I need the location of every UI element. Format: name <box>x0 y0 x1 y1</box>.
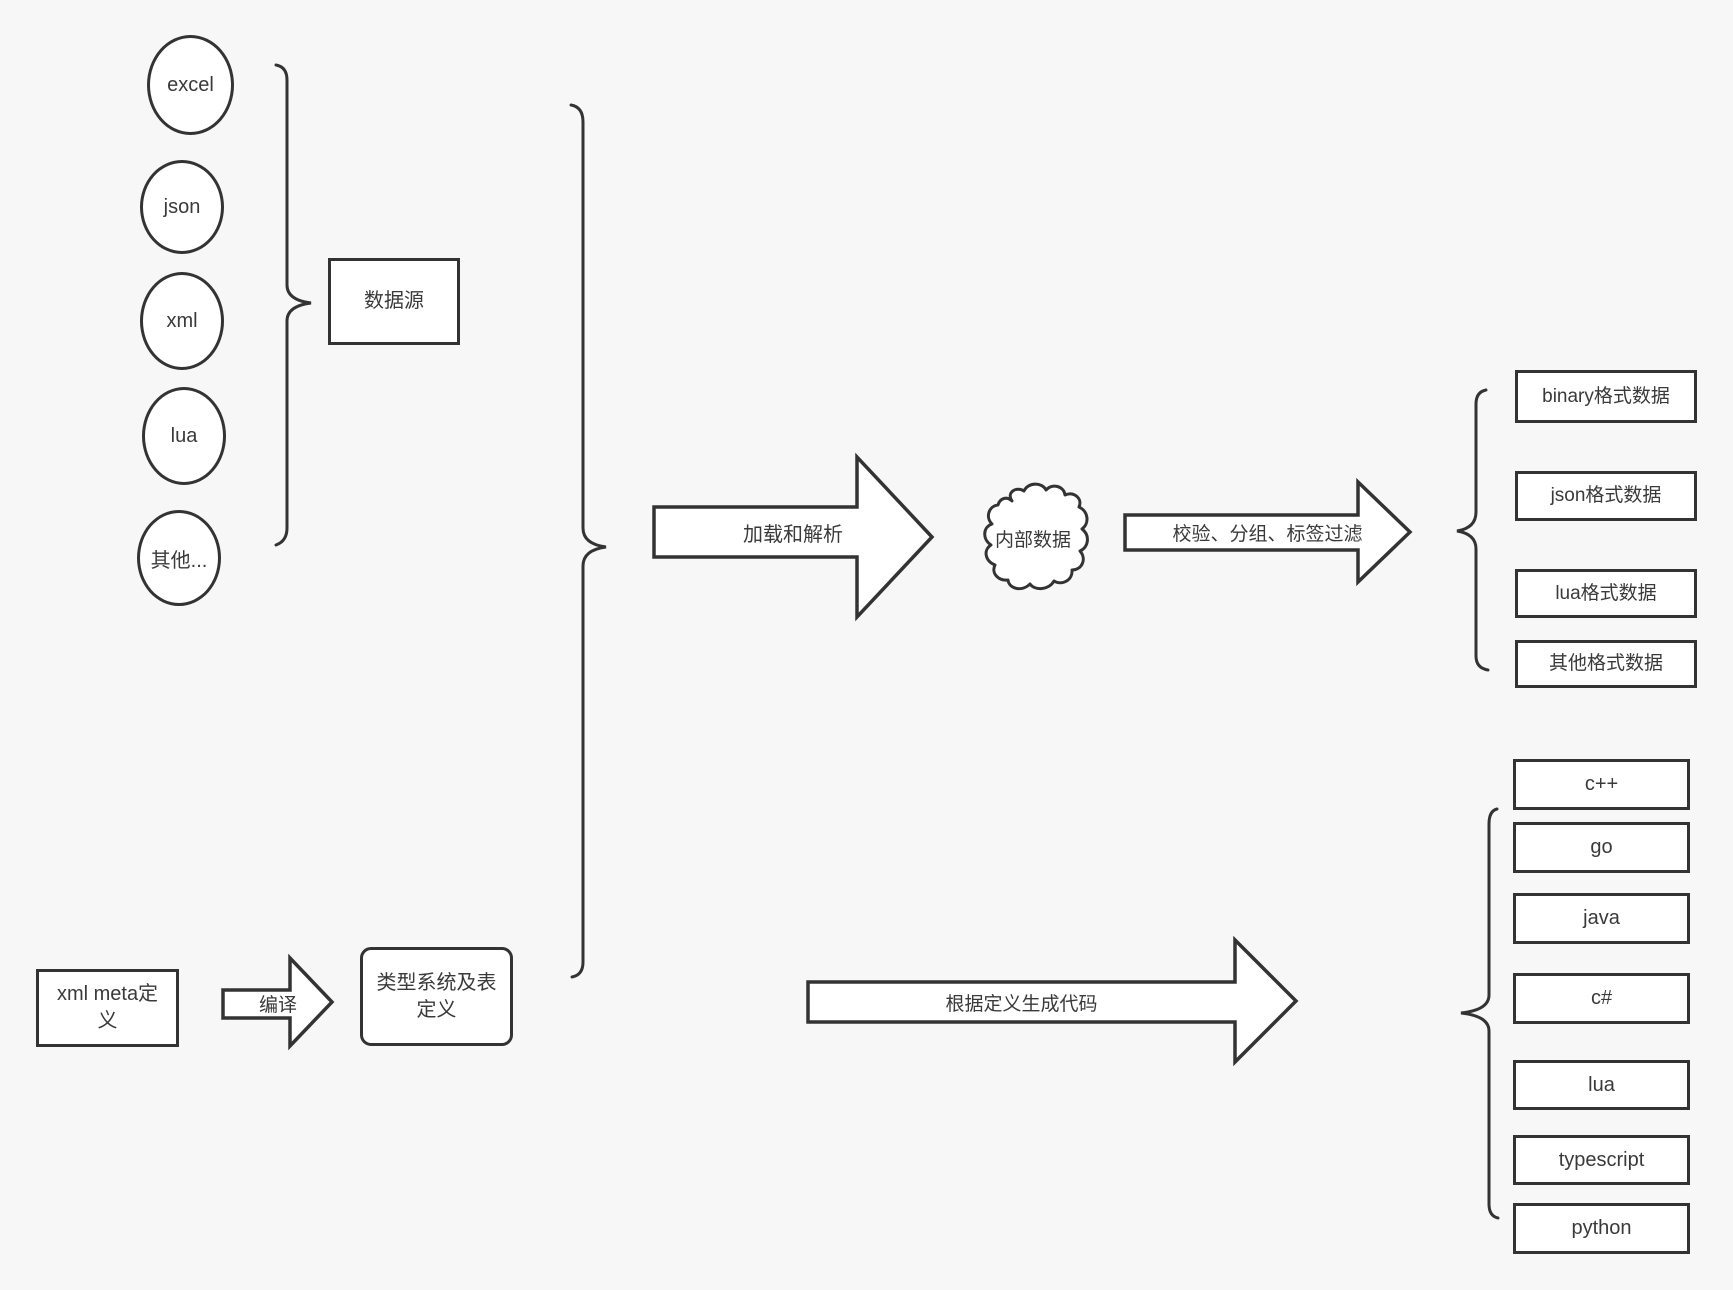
main-brace <box>569 103 607 979</box>
internal-data-label: 内部数据 <box>994 530 1071 551</box>
language-box-java: java <box>1513 893 1690 944</box>
compile-arrow <box>221 953 335 1051</box>
filter-arrow-label: 校验、分组、标签过滤 <box>1172 523 1363 545</box>
source-ellipse-json: json <box>140 160 224 254</box>
format-box-lua: lua格式数据 <box>1515 569 1697 618</box>
compile-arrow-label: 编译 <box>258 995 297 1016</box>
sources-brace <box>274 63 312 547</box>
load-parse-arrow-label: 加载和解析 <box>743 523 843 546</box>
source-ellipse-xml: xml <box>140 272 224 370</box>
source-ellipse-other: 其他... <box>137 510 221 606</box>
format-box-json: json格式数据 <box>1515 471 1697 521</box>
language-box-lua: lua <box>1513 1060 1690 1110</box>
data-source-box: 数据源 <box>328 258 460 345</box>
filter-arrow <box>1123 477 1413 587</box>
xml-meta-box: xml meta定义 <box>36 969 179 1047</box>
format-box-other: 其他格式数据 <box>1515 640 1697 688</box>
language-box-python: python <box>1513 1203 1690 1254</box>
formats-brace <box>1456 388 1490 672</box>
source-ellipse-lua: lua <box>142 387 226 485</box>
internal-data-cloud <box>983 482 1089 591</box>
generate-code-arrow <box>806 935 1299 1067</box>
format-box-binary: binary格式数据 <box>1515 370 1697 423</box>
language-box-go: go <box>1513 822 1690 873</box>
generate-code-arrow-label: 根据定义生成代码 <box>945 993 1098 1015</box>
language-box-cpp: c++ <box>1513 759 1690 810</box>
source-ellipse-excel: excel <box>147 35 234 135</box>
load-parse-arrow <box>652 452 935 622</box>
language-box-typescript: typescript <box>1513 1135 1690 1185</box>
type-system-box: 类型系统及表定义 <box>360 947 513 1046</box>
language-box-csharp: c# <box>1513 973 1690 1024</box>
languages-brace <box>1460 807 1500 1220</box>
